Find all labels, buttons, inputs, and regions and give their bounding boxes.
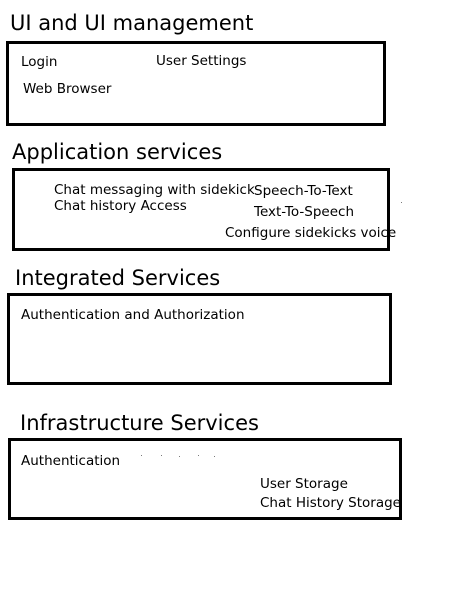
stray-mark — [401, 202, 402, 203]
section-title-infrastructure-services: Infrastructure Services — [20, 411, 259, 435]
infrastructure-services-box: Authentication User Storage Chat History… — [8, 438, 402, 520]
section-title-application-services: Application services — [12, 140, 223, 164]
item-configure-voice: Configure sidekicks voice — [225, 225, 397, 241]
item-authentication-authorization: Authentication and Authorization — [21, 307, 245, 323]
stray-mark — [179, 456, 180, 457]
item-text-to-speech: Text-To-Speech — [254, 204, 354, 220]
stray-mark — [198, 455, 199, 456]
ui-management-box: Login User Settings Web Browser — [6, 41, 386, 126]
item-web-browser: Web Browser — [23, 81, 112, 97]
item-chat-history-access: Chat history Access — [54, 198, 187, 214]
section-title-ui-management: UI and UI management — [10, 11, 254, 35]
item-user-storage: User Storage — [260, 476, 348, 492]
stray-mark — [214, 456, 215, 457]
item-speech-to-text: Speech-To-Text — [254, 183, 353, 199]
item-authentication: Authentication — [21, 453, 121, 469]
item-login: Login — [21, 54, 58, 70]
stray-mark — [161, 455, 162, 456]
section-title-integrated-services: Integrated Services — [15, 266, 221, 290]
integrated-services-box: Authentication and Authorization — [7, 293, 392, 385]
item-user-settings: User Settings — [156, 53, 247, 69]
application-services-box: Chat messaging with sidekick Chat histor… — [12, 168, 396, 251]
item-chat-history-storage: Chat History Storage — [260, 495, 401, 511]
item-chat-messaging: Chat messaging with sidekick — [54, 182, 255, 198]
stray-mark — [141, 455, 142, 456]
